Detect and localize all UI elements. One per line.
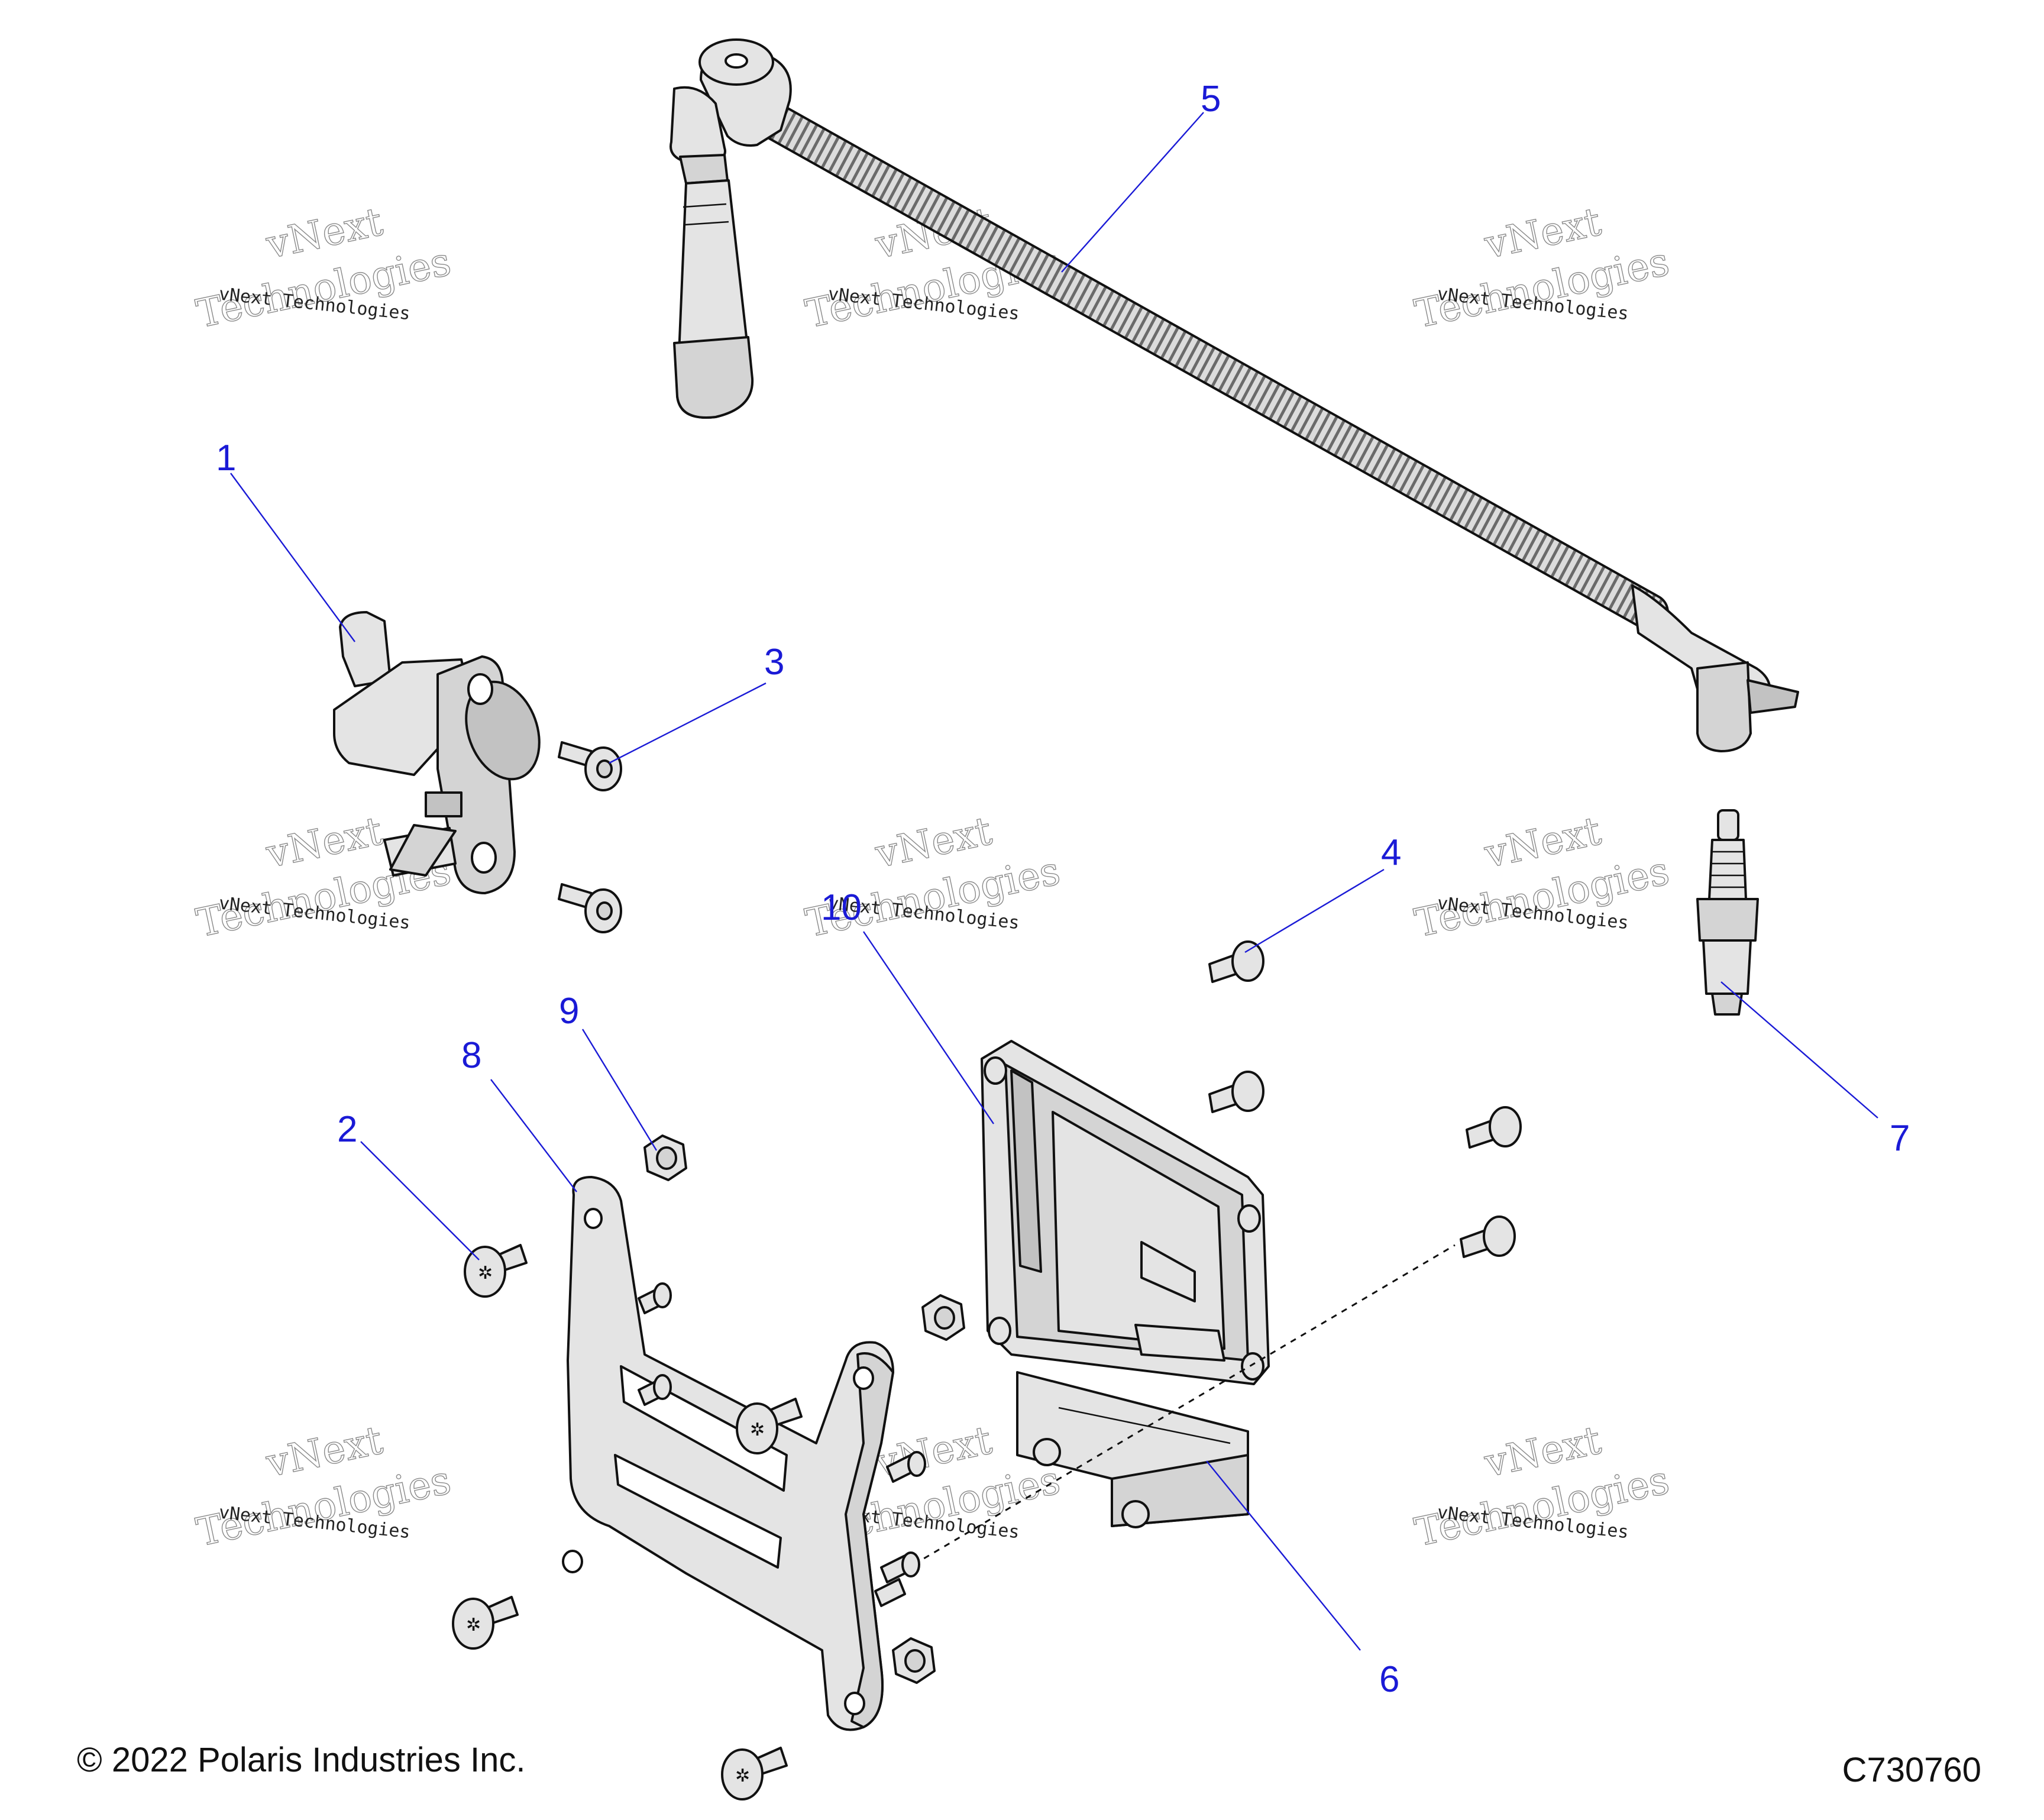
callout-labels: 1 2 3 4 5 6 7 8 9 10 — [216, 79, 1910, 1700]
leader-line-9 — [581, 1029, 658, 1151]
leader-line-3 — [609, 682, 767, 764]
ecu-screw-part — [1466, 1106, 1522, 1149]
ignition-lead-part — [670, 38, 1799, 752]
callout-6: 6 — [1379, 1659, 1399, 1700]
flange-nut-part — [892, 1637, 936, 1684]
leader-line-7 — [1720, 981, 1878, 1118]
alignment-dashed-line — [913, 1244, 1456, 1566]
bracket-screw-part: ✲ — [464, 1244, 528, 1298]
bracket-screw-part: ✲ — [736, 1398, 803, 1454]
svg-text:✲: ✲ — [466, 1615, 481, 1635]
callout-4: 4 — [1381, 832, 1401, 873]
svg-text:✲: ✲ — [478, 1263, 493, 1283]
callout-7: 7 — [1890, 1118, 1910, 1159]
leader-line-6 — [1206, 1460, 1361, 1651]
callout-5: 5 — [1201, 79, 1221, 119]
bracket-screw-part: ✲ — [452, 1596, 519, 1650]
spark-plug-part — [1696, 809, 1759, 1016]
ignition-coil-part — [333, 611, 541, 894]
diagram-code: C730760 — [1842, 1751, 1981, 1789]
leader-line-10 — [863, 931, 994, 1124]
svg-text:✲: ✲ — [750, 1420, 765, 1440]
svg-text:✲: ✲ — [735, 1766, 750, 1786]
ecu-screw-part — [1460, 1216, 1516, 1258]
bracket-screw-part: ✲ — [721, 1747, 788, 1800]
callout-8: 8 — [461, 1035, 481, 1076]
leader-line-4 — [1244, 868, 1385, 953]
callout-3: 3 — [764, 642, 784, 683]
ecu-bracket-part — [562, 1176, 926, 1731]
leader-line-5 — [1061, 112, 1204, 273]
copyright-notice: © 2022 Polaris Industries Inc. — [77, 1741, 525, 1779]
coil-screw-part — [558, 741, 622, 791]
leader-line-2 — [360, 1141, 480, 1260]
leader-lines — [230, 112, 1878, 1651]
ecu-module-part — [981, 1040, 1270, 1528]
coil-screw-part — [558, 883, 622, 933]
callout-10: 10 — [821, 887, 862, 928]
leader-line-1 — [230, 473, 355, 642]
flange-nut-part — [921, 1294, 965, 1341]
ecu-screw-part — [1208, 1071, 1264, 1113]
callout-2: 2 — [337, 1109, 357, 1150]
callout-1: 1 — [216, 438, 236, 479]
callout-9: 9 — [559, 991, 579, 1032]
leader-line-8 — [490, 1079, 577, 1192]
ecu-screw-part — [1208, 940, 1264, 983]
